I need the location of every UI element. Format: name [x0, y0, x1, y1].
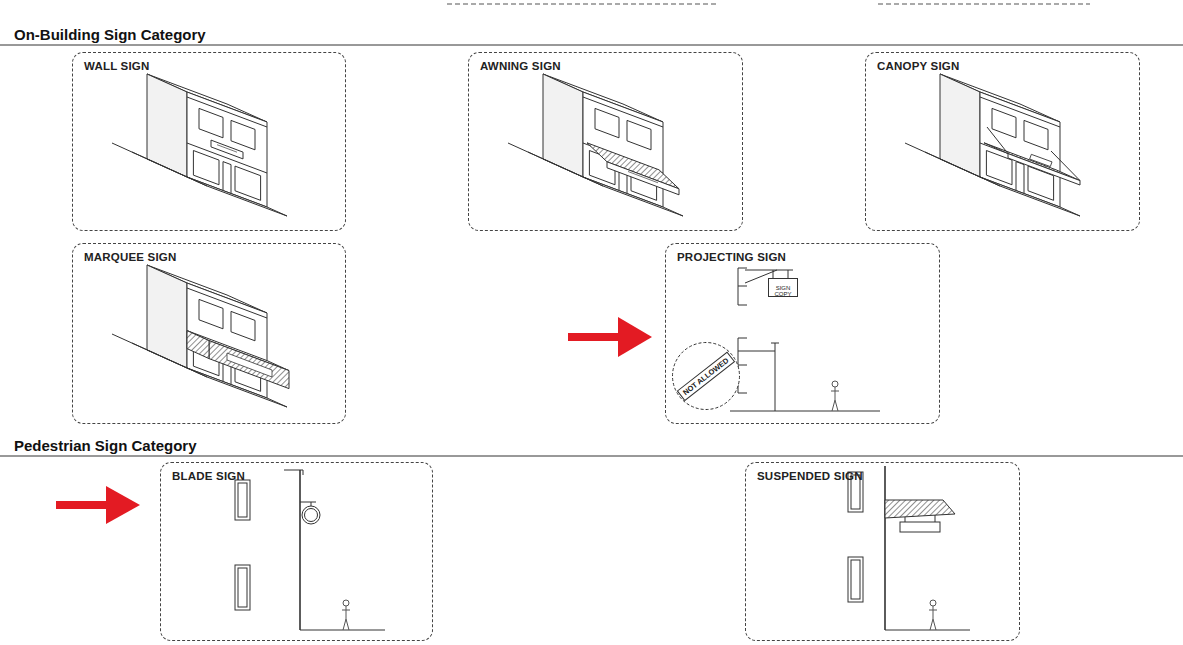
sign-text: SIGN COPY	[772, 285, 794, 298]
section-heading: On-Building Sign Category	[14, 26, 206, 43]
panel-title: CANOPY SIGN	[877, 60, 960, 72]
projecting-sign-figure	[730, 268, 880, 411]
not-allowed-circle: NOT ALLOWED	[671, 341, 741, 411]
projecting-sign-panel: PROJECTING SIGN SIGN COPY NOT ALLOWED	[665, 243, 940, 424]
awning-sign-building	[508, 74, 683, 216]
section-rule	[0, 45, 1183, 46]
panel-title: SUSPENDED SIGN	[757, 470, 863, 482]
section-heading: Pedestrian Sign Category	[14, 437, 197, 454]
panel-title: BLADE SIGN	[172, 470, 245, 482]
circle-outline	[673, 343, 740, 410]
panel-title: MARQUEE SIGN	[84, 251, 177, 263]
canopy-sign-panel: CANOPY SIGN	[865, 52, 1140, 231]
panel-title: WALL SIGN	[84, 60, 149, 72]
sign-copy-box: SIGN COPY	[768, 278, 798, 297]
marquee-sign-panel: MARQUEE SIGN	[72, 243, 346, 424]
wall-sign-panel: WALL SIGN	[72, 52, 346, 231]
suspended-sign-figure	[848, 466, 970, 630]
wall-sign-building	[112, 74, 287, 216]
blade-sign-figure	[235, 470, 385, 630]
panel-title: PROJECTING SIGN	[677, 251, 786, 263]
panel-title: AWNING SIGN	[480, 60, 561, 72]
marquee-sign-building	[112, 265, 289, 407]
section-rule	[0, 456, 1183, 457]
pointer-arrow	[56, 486, 140, 524]
awning-sign-panel: AWNING SIGN	[468, 52, 743, 231]
canopy-sign-building	[905, 74, 1080, 216]
blade-sign-panel: BLADE SIGN	[160, 462, 433, 641]
panel-edge	[447, 3, 1090, 4]
pointer-arrow	[568, 317, 652, 357]
suspended-sign-panel: SUSPENDED SIGN	[745, 462, 1020, 641]
